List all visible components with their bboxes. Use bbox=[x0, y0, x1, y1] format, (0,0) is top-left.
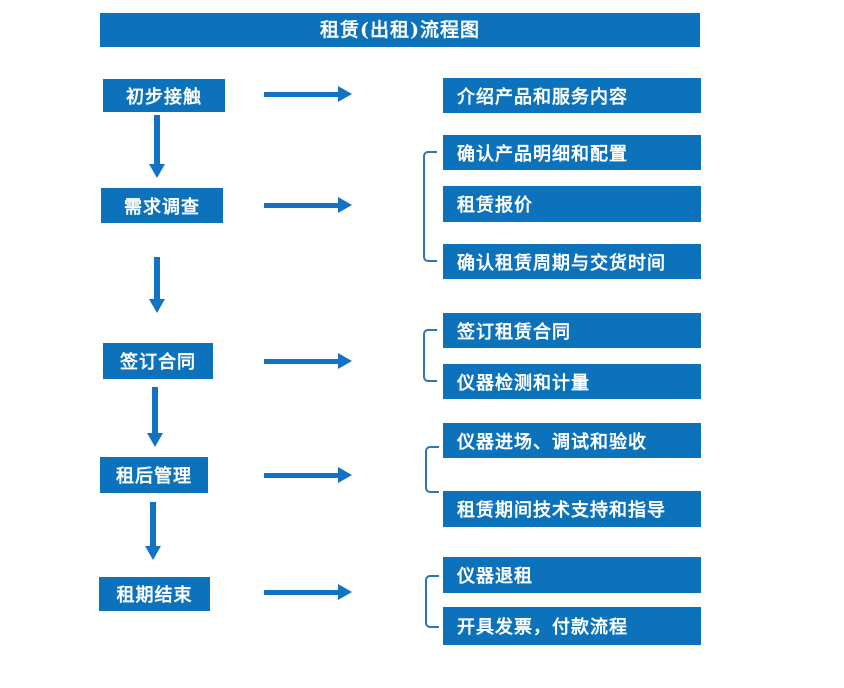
detail-box-instrument-entry-debug-acceptance: 仪器进场、调试和验收 bbox=[443, 423, 701, 458]
flowchart-title: 租赁(出租)流程图 bbox=[100, 13, 700, 47]
step-box-lease-end: 租期结束 bbox=[99, 577, 210, 611]
right-arrow-icon bbox=[264, 467, 352, 483]
detail-box-sign-lease-contract: 签订租赁合同 bbox=[443, 313, 701, 348]
down-arrow-icon bbox=[149, 115, 165, 178]
step-box-needs-survey: 需求调查 bbox=[101, 188, 223, 223]
detail-box-confirm-lease-period-delivery: 确认租赁周期与交货时间 bbox=[443, 244, 701, 279]
group-bracket-icon bbox=[423, 151, 437, 262]
down-arrow-icon bbox=[147, 387, 163, 447]
right-arrow-icon bbox=[264, 86, 352, 102]
right-arrow-icon bbox=[264, 197, 352, 213]
step-box-sign-contract: 签订合同 bbox=[103, 343, 213, 379]
detail-box-lease-quotation: 租赁报价 bbox=[443, 186, 701, 222]
detail-box-tech-support-guidance: 租赁期间技术支持和指导 bbox=[443, 491, 701, 527]
detail-box-instrument-testing-metering: 仪器检测和计量 bbox=[443, 364, 701, 399]
right-arrow-icon bbox=[264, 353, 352, 369]
detail-box-confirm-product-details-config: 确认产品明细和配置 bbox=[443, 135, 701, 170]
down-arrow-icon bbox=[145, 502, 161, 560]
step-box-initial-contact: 初步接触 bbox=[103, 79, 225, 112]
detail-box-invoice-payment-process: 开具发票，付款流程 bbox=[443, 607, 701, 645]
detail-box-instrument-return: 仪器退租 bbox=[443, 557, 701, 593]
right-arrow-icon bbox=[264, 584, 352, 600]
detail-box-introduce-products-services: 介绍产品和服务内容 bbox=[443, 78, 701, 113]
group-bracket-icon bbox=[423, 329, 437, 382]
group-bracket-icon bbox=[425, 575, 439, 628]
step-box-post-lease-management: 租后管理 bbox=[100, 457, 208, 493]
group-bracket-icon bbox=[425, 446, 439, 493]
down-arrow-icon bbox=[149, 257, 165, 313]
